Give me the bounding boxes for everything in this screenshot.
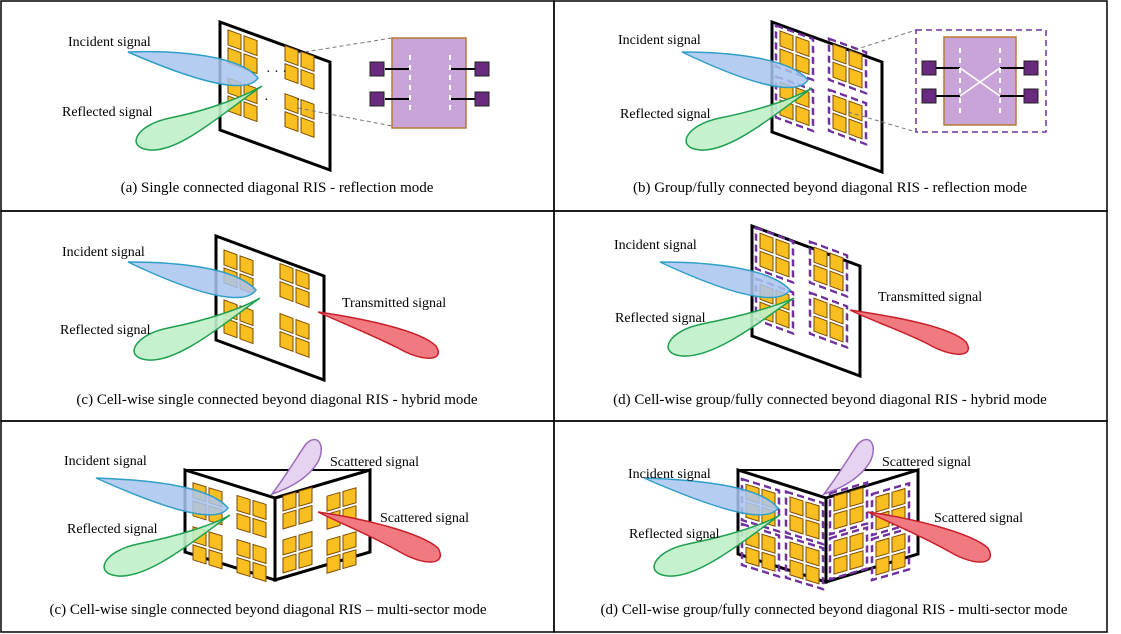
scattered-top-beam [269, 438, 322, 496]
scattered-top-label: Scattered signal [330, 455, 419, 470]
panel-a: · · · · · Incident signal Reflected sign… [62, 19, 490, 196]
reflected-beam [667, 297, 795, 357]
incident-label: Incident signal [68, 35, 151, 50]
panel-d: Incident signal Reflected signal Transmi… [613, 223, 1047, 408]
reflected-label: Reflected signal [629, 527, 720, 542]
panel-caption: (c) Cell-wise single connected beyond di… [50, 602, 487, 618]
panel-e: Incident signal Reflected signal Scatter… [50, 438, 487, 618]
incident-label: Incident signal [618, 33, 701, 48]
reflected-beam [685, 87, 813, 151]
scattered-right-beam [867, 511, 991, 563]
incident-label: Incident signal [62, 245, 145, 260]
scattered-top-beam [821, 438, 874, 496]
fully-connected-circuit-icon [921, 36, 1039, 126]
reflected-beam [103, 514, 231, 577]
incident-beam [127, 261, 257, 299]
reflected-label: Reflected signal [615, 311, 706, 326]
incident-label: Incident signal [614, 238, 697, 253]
svg-text:·: · [296, 93, 301, 108]
reflected-label: Reflected signal [60, 323, 151, 338]
panel-caption: (d) Cell-wise group/fully connected beyo… [613, 392, 1047, 408]
panel-b: Incident signal Reflected signal (b) Gro… [618, 19, 1047, 196]
reflected-label: Reflected signal [67, 522, 158, 537]
panel-f: Incident signal Reflected signal Scatter… [601, 438, 1068, 618]
zoom-outline [915, 29, 1047, 133]
reflected-beam [135, 85, 263, 151]
incident-label: Incident signal [64, 454, 147, 469]
panel-caption: (c) Cell-wise single connected beyond di… [76, 392, 477, 408]
transmitted-label: Transmitted signal [878, 290, 982, 305]
scattered-right-beam [317, 511, 441, 563]
incident-beam [659, 261, 791, 299]
panel-caption: (d) Cell-wise group/fully connected beyo… [601, 602, 1068, 618]
scattered-right-label: Scattered signal [934, 511, 1023, 526]
transmitted-label: Transmitted signal [342, 296, 446, 311]
scattered-top-label: Scattered signal [882, 455, 971, 470]
scattered-right-label: Scattered signal [380, 511, 469, 526]
incident-label: Incident signal [628, 467, 711, 482]
svg-text:·: · [264, 93, 269, 108]
reflected-label: Reflected signal [620, 107, 711, 122]
svg-text:· · ·: · · · [266, 65, 287, 80]
reflected-beam [133, 297, 261, 361]
reflected-beam [653, 514, 781, 577]
incident-beam [127, 50, 259, 87]
transmitted-beam [849, 309, 969, 355]
panel-c: Incident signal Reflected signal Transmi… [60, 233, 478, 408]
panel-caption: (a) Single connected diagonal RIS - refl… [121, 180, 434, 196]
panel-caption: (b) Group/fully connected beyond diagona… [633, 180, 1027, 196]
incident-beam [643, 477, 779, 516]
incident-beam [95, 477, 229, 516]
incident-beam [681, 51, 809, 89]
reflected-label: Reflected signal [62, 105, 153, 120]
transmitted-beam [317, 311, 439, 359]
single-connected-circuit-icon [369, 37, 490, 129]
